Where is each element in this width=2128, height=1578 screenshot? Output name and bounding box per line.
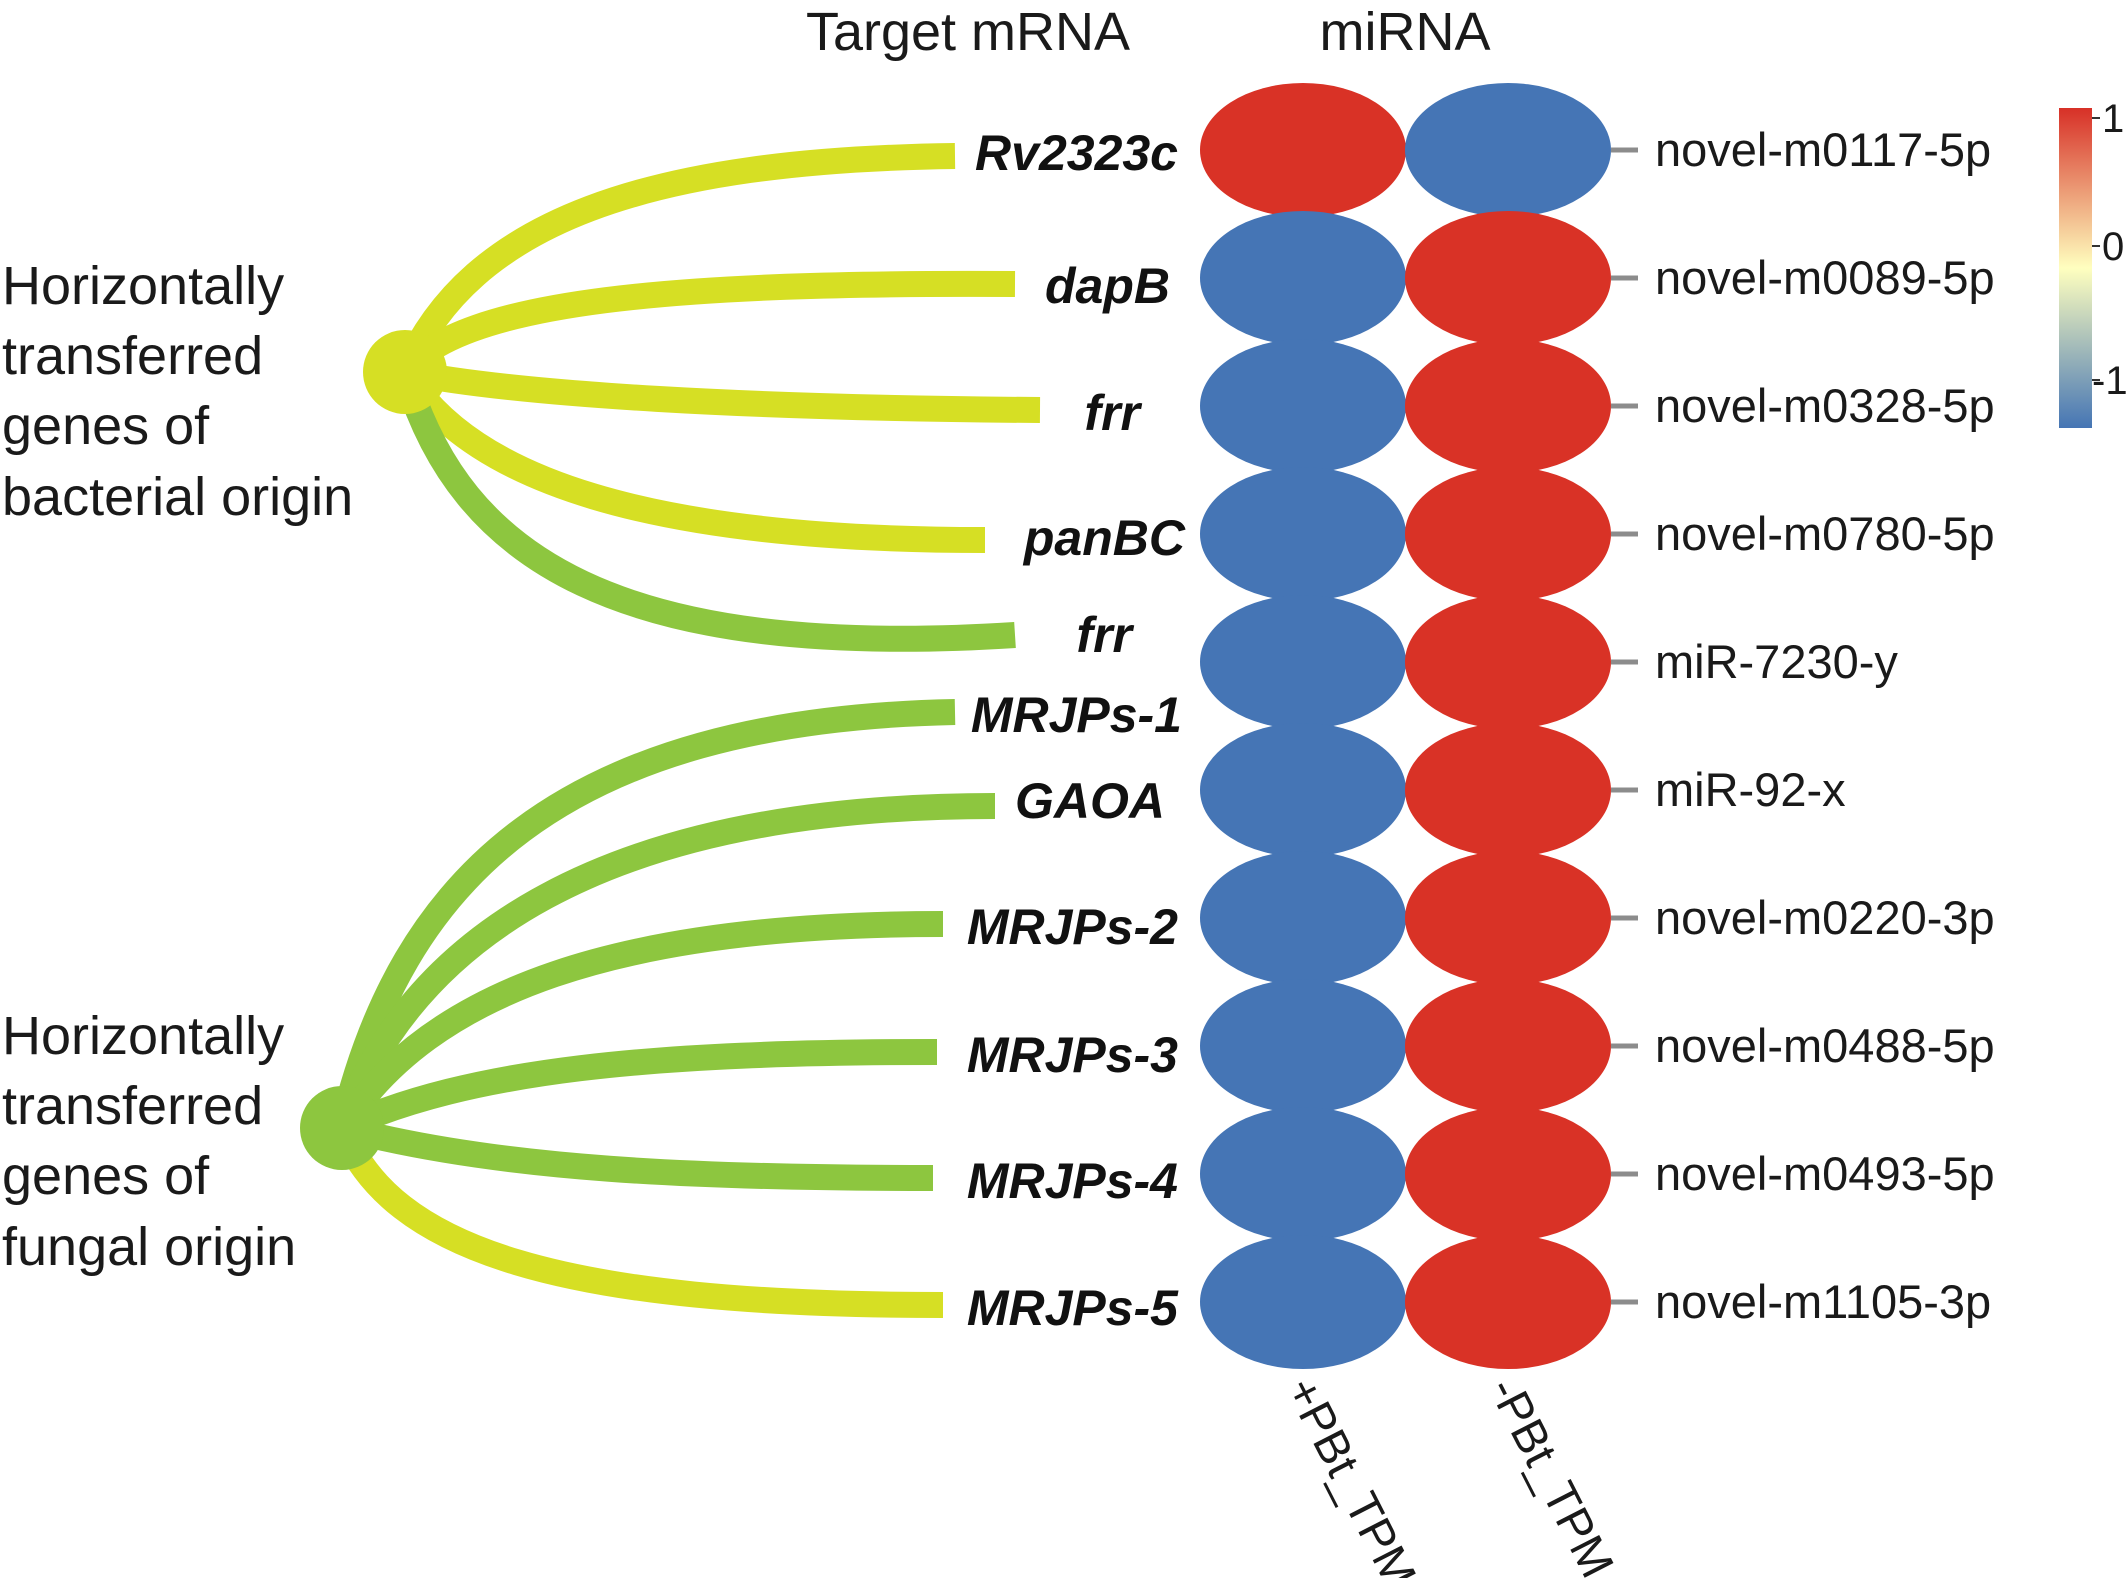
heatmap-cell-r8-c2: [1405, 979, 1611, 1113]
heatmap-cell-r5-c1: [1200, 595, 1406, 729]
heatmap-cell-r6-c1: [1200, 723, 1406, 857]
gene-label-layer: Rv2323c dapB frr panBC frr MRJPs-1 GAOA …: [967, 125, 1186, 1336]
heatmap-cell-r1-c2: [1405, 83, 1611, 217]
heatmap-cell-r9-c1: [1200, 1107, 1406, 1241]
group-label-bacterial-line-2: transferred: [2, 326, 263, 386]
edge-mrjps-5: [329, 1123, 944, 1318]
hub-node-bacterial: [363, 330, 447, 414]
heatmap-cell-r9-c2: [1405, 1107, 1611, 1241]
edge-mrjps-1: [329, 699, 956, 1131]
colorbar-tick-label-mid: 0: [2102, 225, 2124, 269]
heatmap-cell-r4-c1: [1200, 467, 1406, 601]
heatmap-cell-r3-c2: [1405, 339, 1611, 473]
edge-mrjps-2: [331, 911, 944, 1135]
edge-frr-1: [402, 359, 1041, 423]
header-mirna: miRNA: [1320, 2, 1491, 62]
group-label-fungal-line-2: transferred: [2, 1076, 263, 1136]
heatmap-cell-r8-c1: [1200, 979, 1406, 1113]
heatmap-cell-r10-c1: [1200, 1235, 1406, 1369]
group-label-bacterial-line-1: Horizontally: [2, 256, 284, 316]
gene-label-rv2323c: Rv2323c: [975, 125, 1178, 181]
heatmap-cell-r6-c2: [1405, 723, 1611, 857]
edge-dapb: [394, 270, 1016, 381]
mirna-label: novel-m0089-5p: [1655, 251, 1995, 304]
group-label-bacterial-line-3: genes of: [2, 396, 210, 456]
gene-label-mrjps-5: MRJPs-5: [967, 1280, 1179, 1336]
gene-label-mrjps-1: MRJPs-1: [971, 687, 1182, 743]
mirna-label: miR-7230-y: [1655, 635, 1898, 688]
mirna-label-layer: novel-m0117-5p novel-m0089-5p novel-m0328-…: [1611, 123, 1995, 1328]
heatmap-cell-r1-c1: [1200, 83, 1406, 217]
colorbar-tick-label-low: -1: [2092, 359, 2128, 403]
hub-node-fungal: [300, 1086, 384, 1170]
group-label-bacterial-line-4: bacterial origin: [2, 467, 353, 527]
colorbar: [2059, 108, 2092, 428]
heatmap-cell-layer: [1200, 83, 1611, 1369]
gene-label-mrjps-3: MRJPs-3: [967, 1027, 1178, 1083]
gene-label-mrjps-2: MRJPs-2: [967, 899, 1178, 955]
edge-mrjps-3: [336, 1039, 938, 1140]
gene-label-frr-1: frr: [1084, 385, 1142, 441]
edge-layer: [329, 143, 1041, 1318]
heatmap-cell-r10-c2: [1405, 1235, 1611, 1369]
edge-gaoa: [329, 793, 996, 1133]
column-label-plus-pbt: +PBt_TPM: [1276, 1368, 1427, 1578]
edge-panbc: [393, 365, 986, 553]
mirna-label: novel-m0220-3p: [1655, 891, 1995, 944]
group-label-bacterial: Horizontally transferred genes of bacter…: [2, 256, 353, 527]
group-label-fungal: Horizontally transferred genes of fungal…: [2, 1006, 299, 1277]
mirna-label: miR-92-x: [1655, 763, 1846, 816]
mirna-label: novel-m0328-5p: [1655, 379, 1995, 432]
header-target-mrna: Target mRNA: [806, 2, 1130, 62]
mirna-label: novel-m0117-5p: [1655, 123, 1991, 176]
group-label-fungal-line-1: Horizontally: [2, 1006, 284, 1066]
gene-label-gaoa: GAOA: [1015, 773, 1165, 829]
edge-frr-2: [392, 368, 1016, 652]
colorbar-tick-label-high: 1: [2102, 97, 2124, 141]
mirna-label: novel-m0488-5p: [1655, 1019, 1995, 1072]
gene-label-panbc: panBC: [1022, 510, 1186, 566]
heatmap-cell-r7-c2: [1405, 851, 1611, 985]
group-label-fungal-line-4: fungal origin: [2, 1217, 296, 1277]
edge-mrjps-4: [338, 1115, 934, 1191]
gene-label-mrjps-4: MRJPs-4: [967, 1153, 1178, 1209]
column-label-minus-pbt: -PBt_TPM: [1479, 1368, 1625, 1578]
heatmap-cell-r4-c2: [1405, 467, 1611, 601]
gene-label-dapb: dapB: [1045, 258, 1170, 314]
heatmap-cell-r2-c2: [1405, 211, 1611, 345]
gene-label-frr-2: frr: [1076, 607, 1134, 663]
heatmap-cell-r3-c1: [1200, 339, 1406, 473]
heatmap-cell-r5-c2: [1405, 595, 1611, 729]
heatmap-cell-r7-c1: [1200, 851, 1406, 985]
edge-rv2323c: [393, 143, 956, 378]
heatmap-cell-r2-c1: [1200, 211, 1406, 345]
mirna-label: novel-m0780-5p: [1655, 507, 1995, 560]
mirna-label: novel-m1105-3p: [1655, 1275, 1991, 1328]
group-label-fungal-line-3: genes of: [2, 1146, 210, 1206]
mirna-label: novel-m0493-5p: [1655, 1147, 1995, 1200]
